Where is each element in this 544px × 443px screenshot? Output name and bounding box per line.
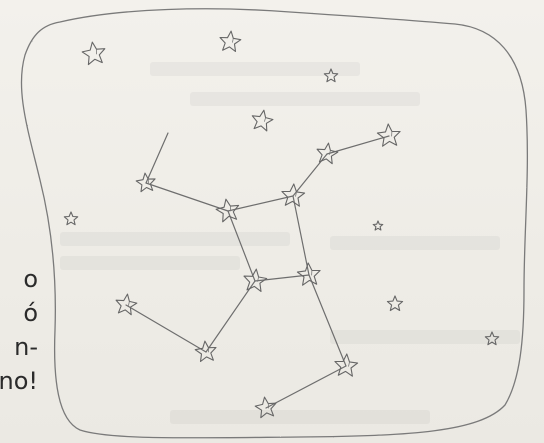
connection-line xyxy=(266,366,346,408)
star-sketch-stroke xyxy=(128,301,129,305)
connection-line xyxy=(126,305,206,352)
star-sketch-stroke xyxy=(232,38,233,42)
connection-line xyxy=(206,281,255,352)
connection-line xyxy=(309,275,346,366)
star-icon xyxy=(64,212,77,225)
star-icon xyxy=(387,296,402,311)
connection-line xyxy=(293,196,309,275)
connection-line xyxy=(146,183,228,211)
star-icon xyxy=(485,332,498,345)
blob-outline xyxy=(21,9,527,438)
connection-line xyxy=(146,133,168,183)
stars xyxy=(64,31,498,418)
star-icon xyxy=(82,42,105,65)
star-sketch-stroke xyxy=(264,118,265,122)
star-icon xyxy=(373,221,383,230)
connection-line xyxy=(228,211,255,281)
connections xyxy=(126,133,389,408)
star-icon xyxy=(220,31,241,51)
star-icon xyxy=(252,110,273,131)
star-icon xyxy=(324,69,337,82)
star-icon xyxy=(377,124,400,146)
star-icon xyxy=(116,294,137,315)
star-icon xyxy=(255,397,276,418)
connection-line xyxy=(228,196,293,211)
star-sketch-stroke xyxy=(349,362,350,367)
star-sketch-stroke xyxy=(329,150,330,154)
